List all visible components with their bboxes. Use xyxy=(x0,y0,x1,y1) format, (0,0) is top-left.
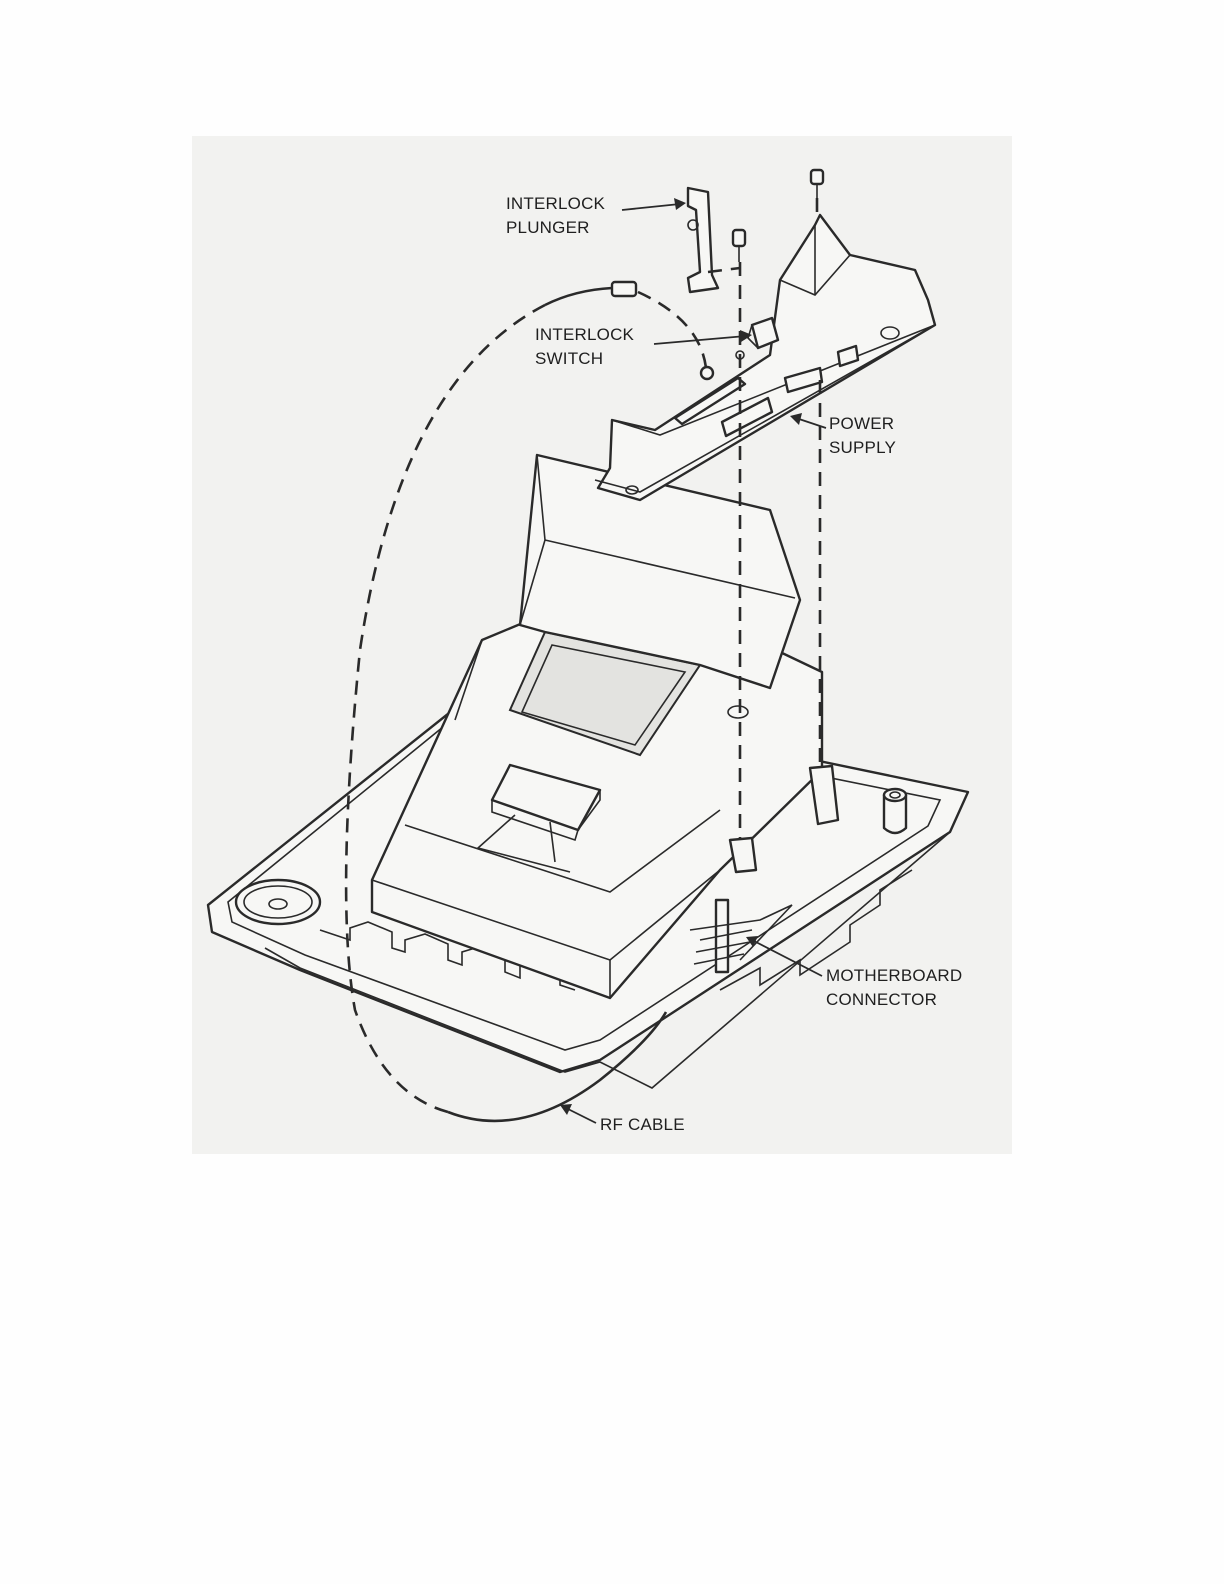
rf-cable-label: RF CABLE xyxy=(600,1113,685,1137)
interlock-switch-label: INTERLOCK SWITCH xyxy=(535,323,634,371)
interlock-plunger xyxy=(688,188,718,292)
motherboard-connector-label: MOTHERBOARD CONNECTOR xyxy=(826,964,962,1012)
speaker xyxy=(236,880,320,924)
standoff-post xyxy=(884,789,906,833)
power-supply-label: POWER SUPPLY xyxy=(829,412,896,460)
interlock-plunger-label: INTERLOCK PLUNGER xyxy=(506,192,605,240)
